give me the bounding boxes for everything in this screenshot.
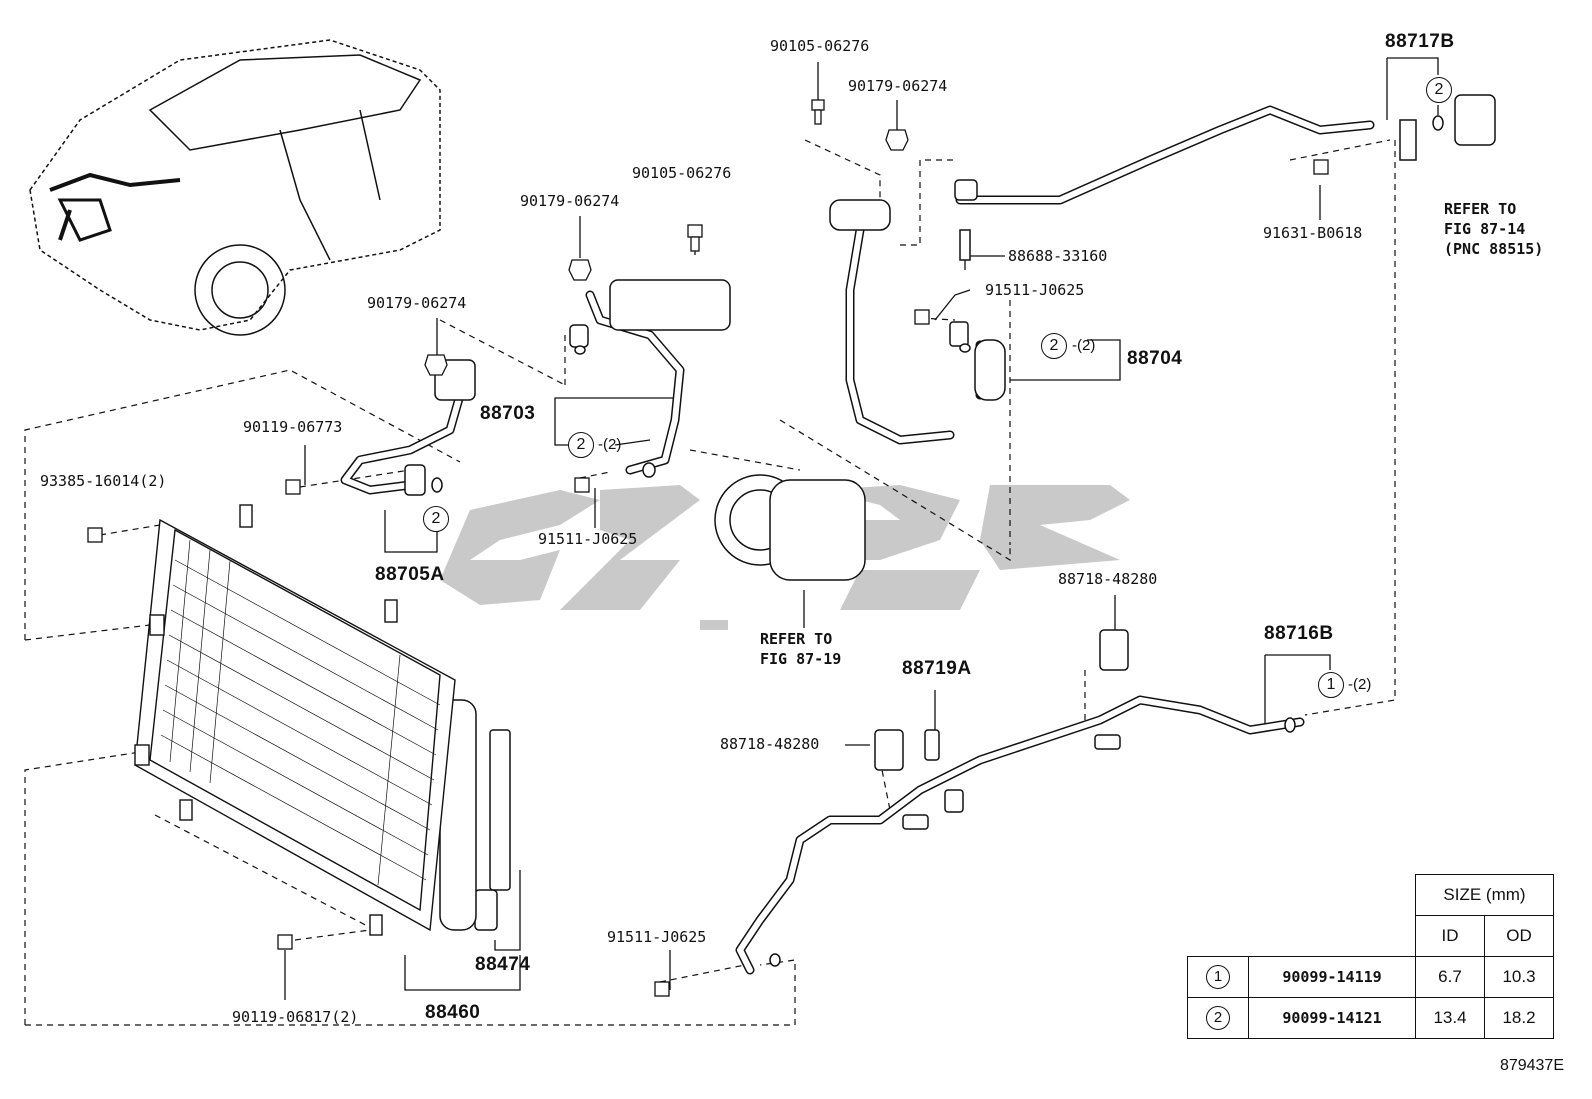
bolt-icon-e bbox=[1313, 159, 1329, 175]
nut-icon bbox=[885, 129, 909, 151]
row-part: 90099-14121 bbox=[1248, 997, 1416, 1039]
part-label: 88717B bbox=[1385, 31, 1455, 52]
nut-icon-b bbox=[568, 259, 592, 281]
callout-2: 2 bbox=[1041, 333, 1067, 359]
bolt-icon-d bbox=[87, 527, 103, 543]
bolts bbox=[87, 99, 1329, 997]
table-row: 1 90099-14119 6.7 10.3 bbox=[1187, 956, 1554, 998]
quantity-label: -(2) bbox=[1072, 337, 1096, 354]
part-label: 88704 bbox=[1127, 348, 1183, 369]
note-label: REFER TO bbox=[1444, 200, 1517, 218]
row-id: 13.4 bbox=[1415, 997, 1485, 1039]
part-label: 90119-06773 bbox=[243, 418, 343, 436]
bolt-icon-i bbox=[654, 981, 670, 997]
muffler bbox=[974, 339, 1006, 401]
part-label: 91511-J0625 bbox=[607, 928, 707, 946]
part-label: 90179-06274 bbox=[848, 77, 948, 95]
figure-code: 879437E bbox=[1499, 1057, 1564, 1074]
note-label: REFER TO bbox=[760, 630, 833, 648]
part-label: 90119-06817(2) bbox=[232, 1008, 359, 1026]
note-label: FIG 87-19 bbox=[760, 650, 842, 668]
pressure-sensor bbox=[924, 729, 940, 761]
part-label: 88474 bbox=[475, 954, 531, 975]
bolt-icon-f bbox=[914, 309, 930, 325]
part-label: 88716B bbox=[1264, 623, 1334, 644]
quantity-label: -(2) bbox=[598, 436, 622, 453]
part-label: 91511-J0625 bbox=[538, 530, 638, 548]
quantity-label: -(2) bbox=[1348, 676, 1372, 693]
size-table: SIZE (mm) ID OD 1 90099-14119 6.7 10.3 2… bbox=[1187, 874, 1554, 1039]
compressor-body bbox=[769, 479, 866, 581]
bolt-icon-c bbox=[285, 479, 301, 495]
row-part: 90099-14119 bbox=[1248, 956, 1416, 998]
part-label: 90179-06274 bbox=[367, 294, 467, 312]
part-label: 88719A bbox=[902, 658, 972, 679]
block-fitting bbox=[1399, 119, 1417, 161]
bolt-icon bbox=[811, 99, 825, 111]
callout-2: 2 bbox=[568, 432, 594, 458]
col-od: OD bbox=[1484, 915, 1554, 957]
callout-2: 2 bbox=[1426, 77, 1452, 103]
part-label: 88718-48280 bbox=[1058, 570, 1158, 588]
row-od: 10.3 bbox=[1484, 956, 1554, 998]
components bbox=[404, 94, 1496, 967]
part-label: 91511-J0625 bbox=[985, 281, 1085, 299]
dashed-leaders bbox=[24, 139, 1396, 1026]
note-label: FIG 87-14 bbox=[1444, 220, 1526, 238]
table-row: 2 90099-14121 13.4 18.2 bbox=[1187, 997, 1554, 1039]
clamp-b bbox=[874, 729, 904, 771]
size-header: SIZE (mm) bbox=[1415, 874, 1554, 916]
car-sketch bbox=[29, 39, 441, 336]
bolt-icon-h bbox=[277, 934, 293, 950]
desiccant bbox=[489, 729, 511, 891]
expansion-valve bbox=[1454, 94, 1496, 146]
bolt-icon-g bbox=[574, 477, 590, 493]
pressure-switch bbox=[829, 199, 891, 231]
filter-cap bbox=[474, 889, 498, 931]
part-label: 88718-48280 bbox=[720, 735, 820, 753]
part-label: 90179-06274 bbox=[520, 192, 620, 210]
part-label: 88703 bbox=[480, 403, 536, 424]
bracket bbox=[609, 279, 731, 331]
part-label: 93385-16014(2) bbox=[40, 472, 167, 490]
part-label: 88705A bbox=[375, 564, 445, 585]
callout-1: 1 bbox=[1318, 672, 1344, 698]
condenser bbox=[134, 504, 456, 936]
part-label: 88460 bbox=[425, 1002, 481, 1023]
row-od: 18.2 bbox=[1484, 997, 1554, 1039]
row-id: 6.7 bbox=[1415, 956, 1485, 998]
part-label: 90105-06276 bbox=[632, 164, 732, 182]
row-mark: 2 bbox=[1206, 1006, 1230, 1030]
row-mark: 1 bbox=[1206, 965, 1230, 989]
part-label: 90105-06276 bbox=[770, 37, 870, 55]
callout-2: 2 bbox=[423, 506, 449, 532]
clip bbox=[959, 229, 971, 261]
part-label: 91631-B0618 bbox=[1263, 224, 1363, 242]
bolt-icon-b bbox=[687, 224, 703, 238]
note-label: (PNC 88515) bbox=[1444, 240, 1544, 258]
part-label: 88688-33160 bbox=[1008, 247, 1108, 265]
nut-icon-c bbox=[424, 354, 448, 376]
clamp bbox=[1099, 629, 1129, 671]
solid-leaders bbox=[284, 57, 1439, 1000]
col-id: ID bbox=[1415, 915, 1485, 957]
